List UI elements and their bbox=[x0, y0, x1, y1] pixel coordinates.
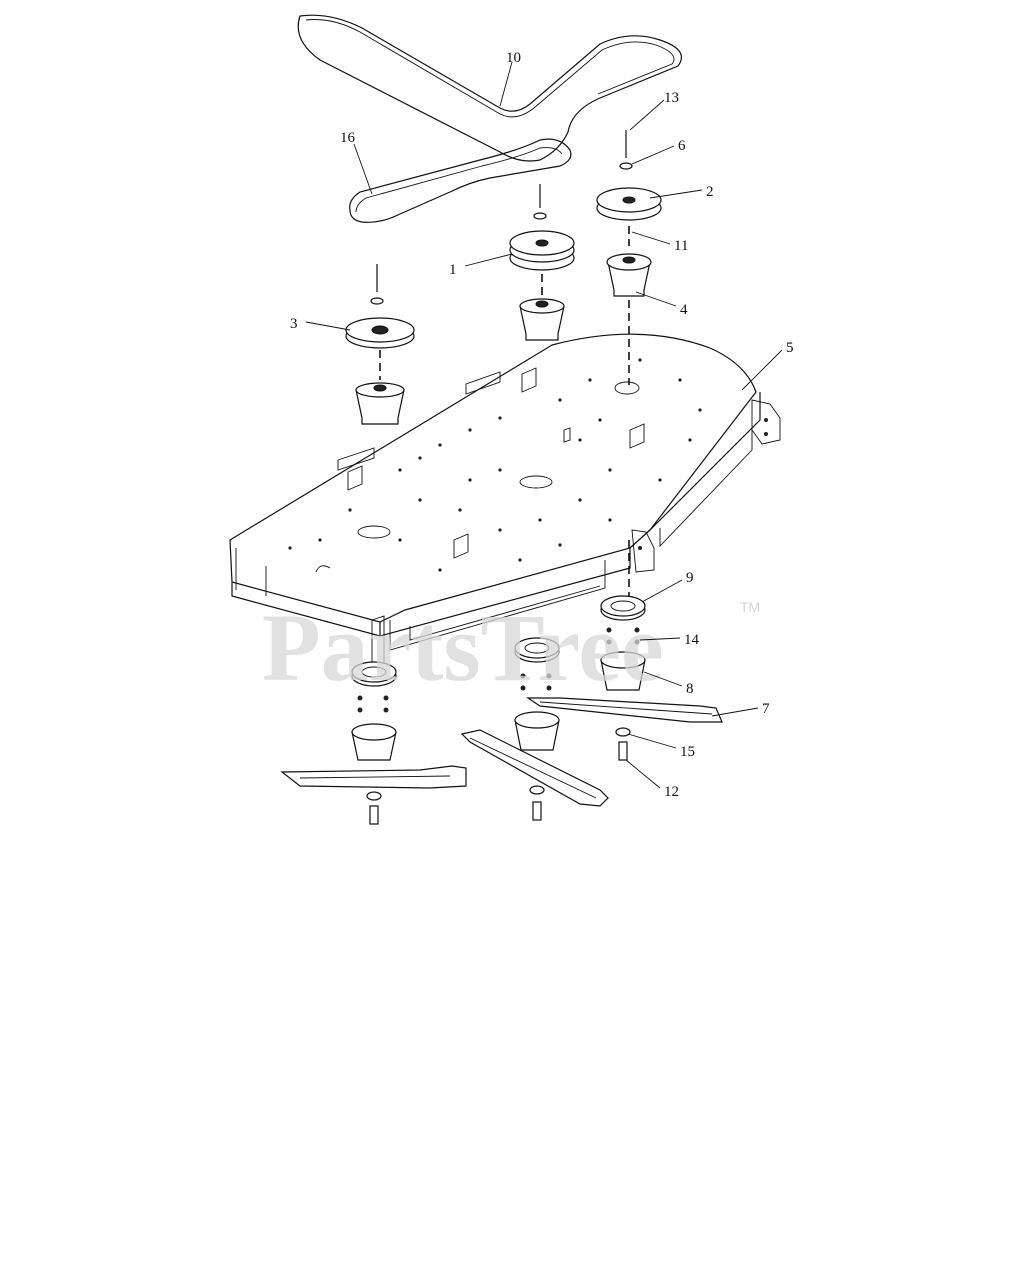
callout-10: 10 bbox=[506, 50, 521, 66]
deck-rivets bbox=[288, 358, 702, 572]
callout-1: 1 bbox=[449, 262, 457, 278]
belt-16 bbox=[349, 138, 572, 223]
callout-12: 12 bbox=[664, 784, 679, 800]
callout-13: 13 bbox=[664, 90, 679, 106]
callout-15: 15 bbox=[680, 744, 695, 760]
belt-10 bbox=[297, 14, 682, 162]
callout-3: 3 bbox=[290, 316, 298, 332]
callout-labels: 1 2 3 4 5 6 7 8 9 10 11 12 13 14 15 16 bbox=[290, 50, 794, 800]
callout-2: 2 bbox=[706, 184, 714, 200]
left-blade bbox=[280, 765, 467, 825]
callout-4: 4 bbox=[680, 302, 688, 318]
callout-5: 5 bbox=[786, 340, 794, 356]
callout-6: 6 bbox=[678, 138, 686, 154]
watermark-trademark: TM bbox=[740, 599, 760, 615]
parts-tree-watermark: PartsTree TM bbox=[262, 594, 760, 701]
callout-7: 7 bbox=[762, 701, 770, 717]
mower-deck-housing bbox=[229, 333, 781, 669]
callout-9: 9 bbox=[686, 570, 694, 586]
watermark-text: PartsTree bbox=[262, 594, 664, 701]
callout-14: 14 bbox=[684, 632, 700, 648]
callout-16: 16 bbox=[340, 130, 356, 146]
center-blade bbox=[460, 729, 609, 821]
right-bearing-stack bbox=[600, 595, 646, 691]
center-bearing-stack bbox=[514, 637, 560, 751]
right-spindle-assembly bbox=[596, 130, 662, 596]
callout-leaders bbox=[305, 61, 783, 789]
left-bearing-stack bbox=[351, 661, 397, 761]
center-spindle-assembly bbox=[509, 184, 575, 341]
callout-11: 11 bbox=[674, 238, 688, 254]
callout-8: 8 bbox=[686, 681, 694, 697]
left-spindle-assembly bbox=[345, 264, 415, 425]
